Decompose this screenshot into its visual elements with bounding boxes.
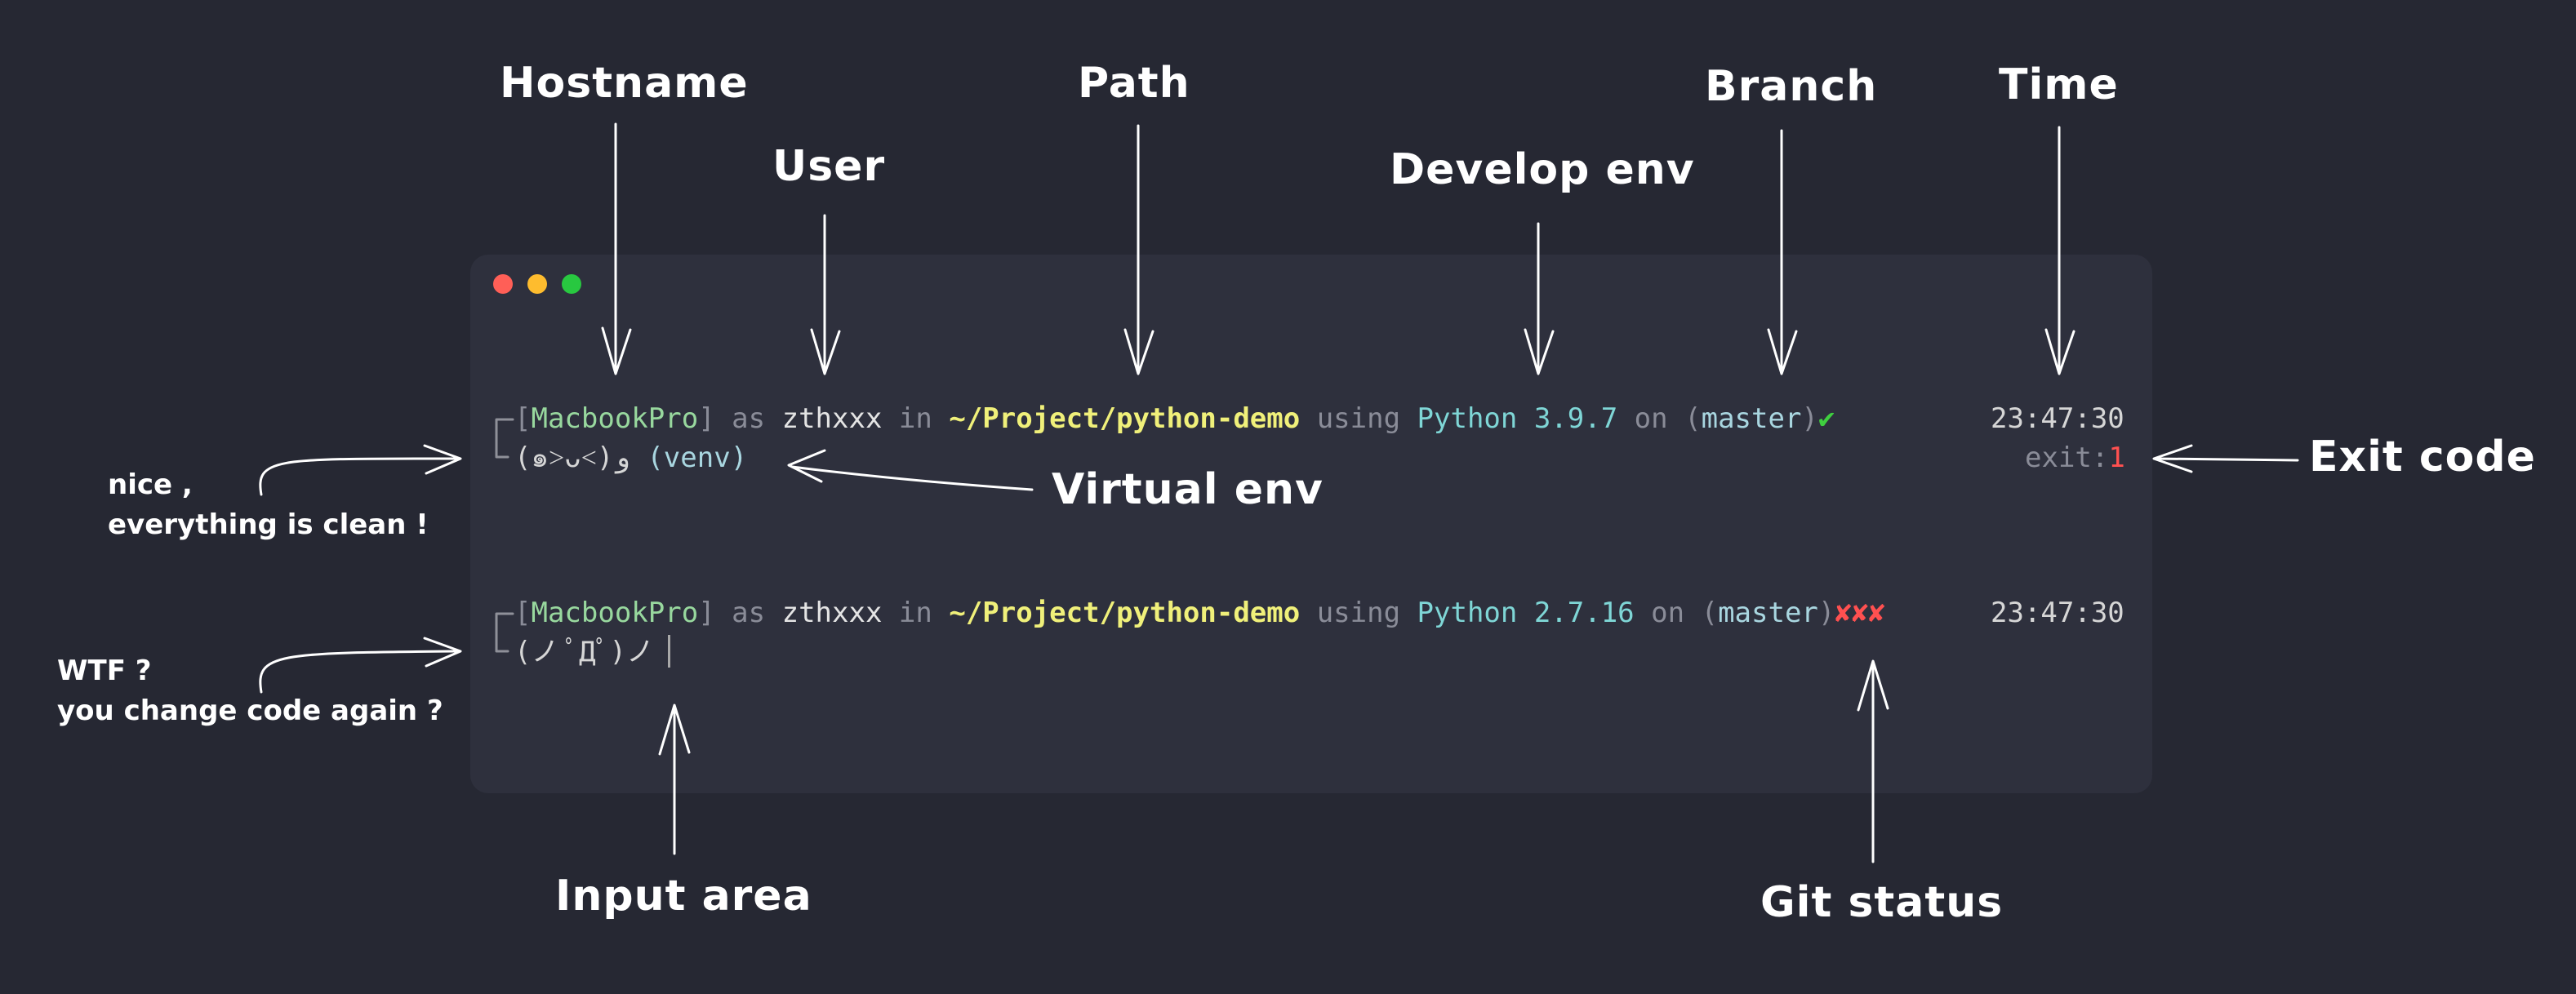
hostname-label: Hostname xyxy=(500,59,749,108)
prompt2-hostname: MacbookPro xyxy=(531,597,699,629)
prompt2-main-line: [MacbookPro] as zthxxx in ~/Project/pyth… xyxy=(514,599,1885,627)
prompt1-git-status-icon: ✔ xyxy=(1817,402,1835,435)
minimize-window-button[interactable] xyxy=(527,274,547,294)
prompt1-time: 23:47:30 xyxy=(1991,402,2124,435)
user-arrowhead xyxy=(810,328,841,375)
venv-paren-close: ) xyxy=(730,442,748,474)
dirty-note-line2: you change code again ? xyxy=(57,694,443,728)
prompt1-language: Python 3.9.7 xyxy=(1417,402,1618,435)
prompt2-input-line: (ノ ﾟДﾟ)ノ xyxy=(514,638,654,666)
input-area-arrowhead xyxy=(658,703,691,756)
prompt2-as: as xyxy=(732,597,766,629)
clean-note-line2: everything is clean ! xyxy=(108,508,429,542)
prompt2-git-status-icon: ✘✘✘ xyxy=(1835,597,1885,629)
develop-env-label: Develop env xyxy=(1390,145,1695,194)
dirty-note-arrowhead xyxy=(423,637,462,668)
clean-note: nice , everything is clean ! xyxy=(108,465,429,546)
prompt1-branch: master xyxy=(1701,402,1802,435)
exit-code-label: Exit code xyxy=(2309,433,2536,481)
exit-code-arrowhead xyxy=(2152,444,2193,473)
virtual-env-label: Virtual env xyxy=(1052,465,1324,514)
input-cursor[interactable] xyxy=(668,635,670,668)
bracket-open: [ xyxy=(514,597,532,629)
branch-label: Branch xyxy=(1705,62,1878,111)
git-status-arrowhead xyxy=(1857,659,1889,712)
prompt2-time: 23:47:30 xyxy=(1991,597,2124,629)
clean-note-line1: nice , xyxy=(108,468,193,501)
prompt2-language: Python 2.7.16 xyxy=(1417,597,1635,629)
clean-note-arrow xyxy=(259,457,459,496)
paren-close: ) xyxy=(1817,597,1835,629)
paren-close: ) xyxy=(1801,402,1818,435)
prompt1-in: in xyxy=(898,402,932,435)
bracket-close: ] xyxy=(698,402,715,435)
virtual-env-arrow xyxy=(790,465,1034,491)
prompt1-path: ~/Project/python-demo xyxy=(949,402,1301,435)
bracket-open: [ xyxy=(514,402,532,435)
maximize-window-button[interactable] xyxy=(562,274,581,294)
prompt1-face: (๑˃ᴗ˂)ﻭ xyxy=(514,442,630,474)
input-area-label: Input area xyxy=(555,872,812,921)
clean-note-arrowhead xyxy=(423,444,462,475)
path-label: Path xyxy=(1078,59,1190,108)
branch-arrowhead xyxy=(1767,328,1798,375)
prompt2-path: ~/Project/python-demo xyxy=(949,597,1301,629)
prompt1-main-line: [MacbookPro] as zthxxx in ~/Project/pyth… xyxy=(514,405,1835,433)
prompt2-on: on xyxy=(1651,597,1685,629)
prompt1-as: as xyxy=(732,402,766,435)
prompt2-user: zthxxx xyxy=(781,597,883,629)
time-arrowhead xyxy=(2044,328,2075,375)
prompt1-on: on xyxy=(1634,402,1668,435)
exit-code-value: 1 xyxy=(2108,442,2125,474)
prompt2-branch: master xyxy=(1718,597,1818,629)
prompt1-hostname: MacbookPro xyxy=(531,402,699,435)
prompt2-face: (ノ ﾟДﾟ)ノ xyxy=(514,636,655,668)
paren-open: ( xyxy=(1701,597,1719,629)
dirty-note-arrow xyxy=(259,650,459,694)
prompt1-user: zthxxx xyxy=(781,402,883,435)
virtual-env-arrowhead xyxy=(787,449,826,483)
venv-paren-open: ( xyxy=(647,442,664,474)
git-status-label: Git status xyxy=(1760,878,2004,927)
dirty-note: WTF ? you change code again ? xyxy=(57,651,443,732)
close-window-button[interactable] xyxy=(493,274,513,294)
prompt1-exit-status: exit:1 xyxy=(2025,444,2125,472)
prompt1-venv: venv xyxy=(663,442,731,474)
dirty-note-line1: WTF ? xyxy=(57,655,152,687)
develop-env-arrowhead xyxy=(1524,328,1555,375)
exit-label: exit: xyxy=(2025,442,2109,474)
prompt2-in: in xyxy=(898,597,932,629)
path-arrowhead xyxy=(1123,328,1155,375)
prompt1-using: using xyxy=(1316,402,1401,435)
time-label: Time xyxy=(1999,60,2119,109)
bracket-close: ] xyxy=(698,597,715,629)
prompt2-using: using xyxy=(1316,597,1401,629)
paren-open: ( xyxy=(1684,402,1702,435)
prompt1-input-line: (๑˃ᴗ˂)ﻭ (venv) xyxy=(514,444,747,472)
prompt2-bracket xyxy=(495,612,514,653)
user-label: User xyxy=(772,142,886,191)
prompt1-bracket xyxy=(495,418,514,459)
exit-code-arrow xyxy=(2154,457,2299,462)
hostname-arrowhead xyxy=(601,326,632,375)
